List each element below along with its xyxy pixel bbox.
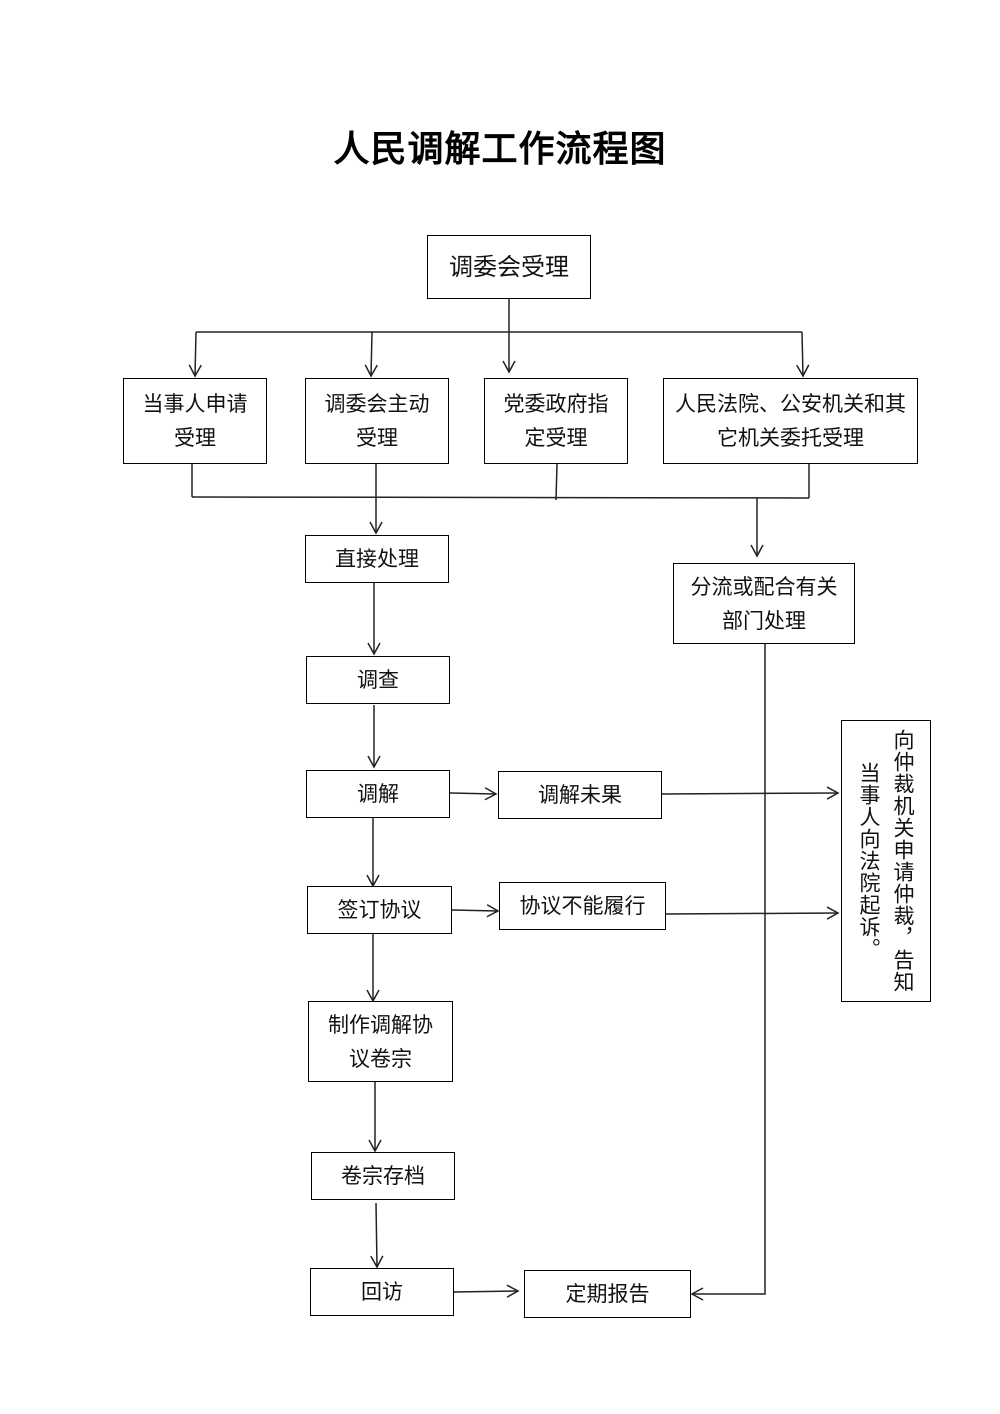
node-follow-up-label: 回访 [361, 1280, 403, 1304]
node-archive-label: 卷宗存档 [341, 1164, 425, 1188]
node-accept-label: 调委会受理 [449, 253, 569, 281]
edge-failed-arbitration [661, 786, 840, 800]
node-sign-agreement: 签订协议 [307, 886, 452, 934]
node-divert: 分流或配合有关部门处理 [673, 563, 855, 644]
node-agreement-unfulfilled: 协议不能履行 [499, 882, 666, 930]
edge-followup-report [453, 1284, 520, 1298]
edge-merge-3 [555, 463, 558, 501]
node-arbitration-notice: 向仲裁机关申请仲裁，告知当事人向法院起诉。 [841, 720, 931, 1002]
node-direct-handle: 直接处理 [305, 535, 449, 583]
edge-to-party-apply [188, 331, 202, 378]
edge-merge-bus [191, 496, 810, 499]
node-investigate: 调查 [306, 656, 450, 704]
node-agreement-unfulfilled-label: 协议不能履行 [519, 894, 646, 918]
node-archive: 卷宗存档 [311, 1152, 455, 1200]
node-party-apply: 当事人申请受理 [123, 378, 267, 464]
edge-mediate-failed [449, 787, 498, 801]
node-mediate: 调解 [306, 770, 450, 818]
node-party-apply-label: 当事人申请受理 [142, 392, 248, 450]
edge-to-committee-active [364, 331, 378, 378]
node-investigate-label: 调查 [357, 668, 399, 692]
node-make-file-label: 制作调解协议卷宗 [328, 1012, 433, 1071]
page-title: 人民调解工作流程图 [333, 128, 667, 170]
node-mediation-failed-label: 调解未果 [538, 783, 622, 807]
node-follow-up: 回访 [310, 1268, 454, 1316]
node-mediation-failed: 调解未果 [498, 771, 662, 819]
edge-archive-followup [370, 1202, 384, 1269]
edge-sign-unfulfilled [451, 904, 500, 918]
edge-divert-report [690, 644, 766, 1301]
node-direct-handle-label: 直接处理 [335, 547, 419, 571]
node-sign-agreement-label: 签订协议 [337, 898, 422, 922]
node-periodic-report: 定期报告 [524, 1270, 691, 1318]
node-party-gov-assign-label: 党委政府指定受理 [503, 392, 609, 450]
node-committee-active: 调委会主动受理 [305, 378, 449, 464]
node-periodic-report-label: 定期报告 [565, 1282, 650, 1306]
edge-unfulfilled-arbitration [665, 906, 840, 920]
node-divert-label: 分流或配合有关部门处理 [690, 574, 838, 633]
node-mediate-label: 调解 [357, 782, 399, 806]
node-party-gov-assign: 党委政府指定受理 [484, 378, 628, 464]
edge-to-court-police [796, 331, 810, 378]
node-accept: 调委会受理 [427, 235, 591, 299]
node-court-police-entrust-label: 人民法院、公安机关和其它机关委托受理 [675, 392, 906, 450]
node-committee-active-label: 调委会主动受理 [324, 392, 430, 450]
node-make-file: 制作调解协议卷宗 [308, 1001, 453, 1082]
node-court-police-entrust: 人民法院、公安机关和其它机关委托受理 [663, 378, 918, 464]
node-arbitration-notice-text: 向仲裁机关申请仲裁，告知当事人向法院起诉。 [857, 729, 915, 993]
